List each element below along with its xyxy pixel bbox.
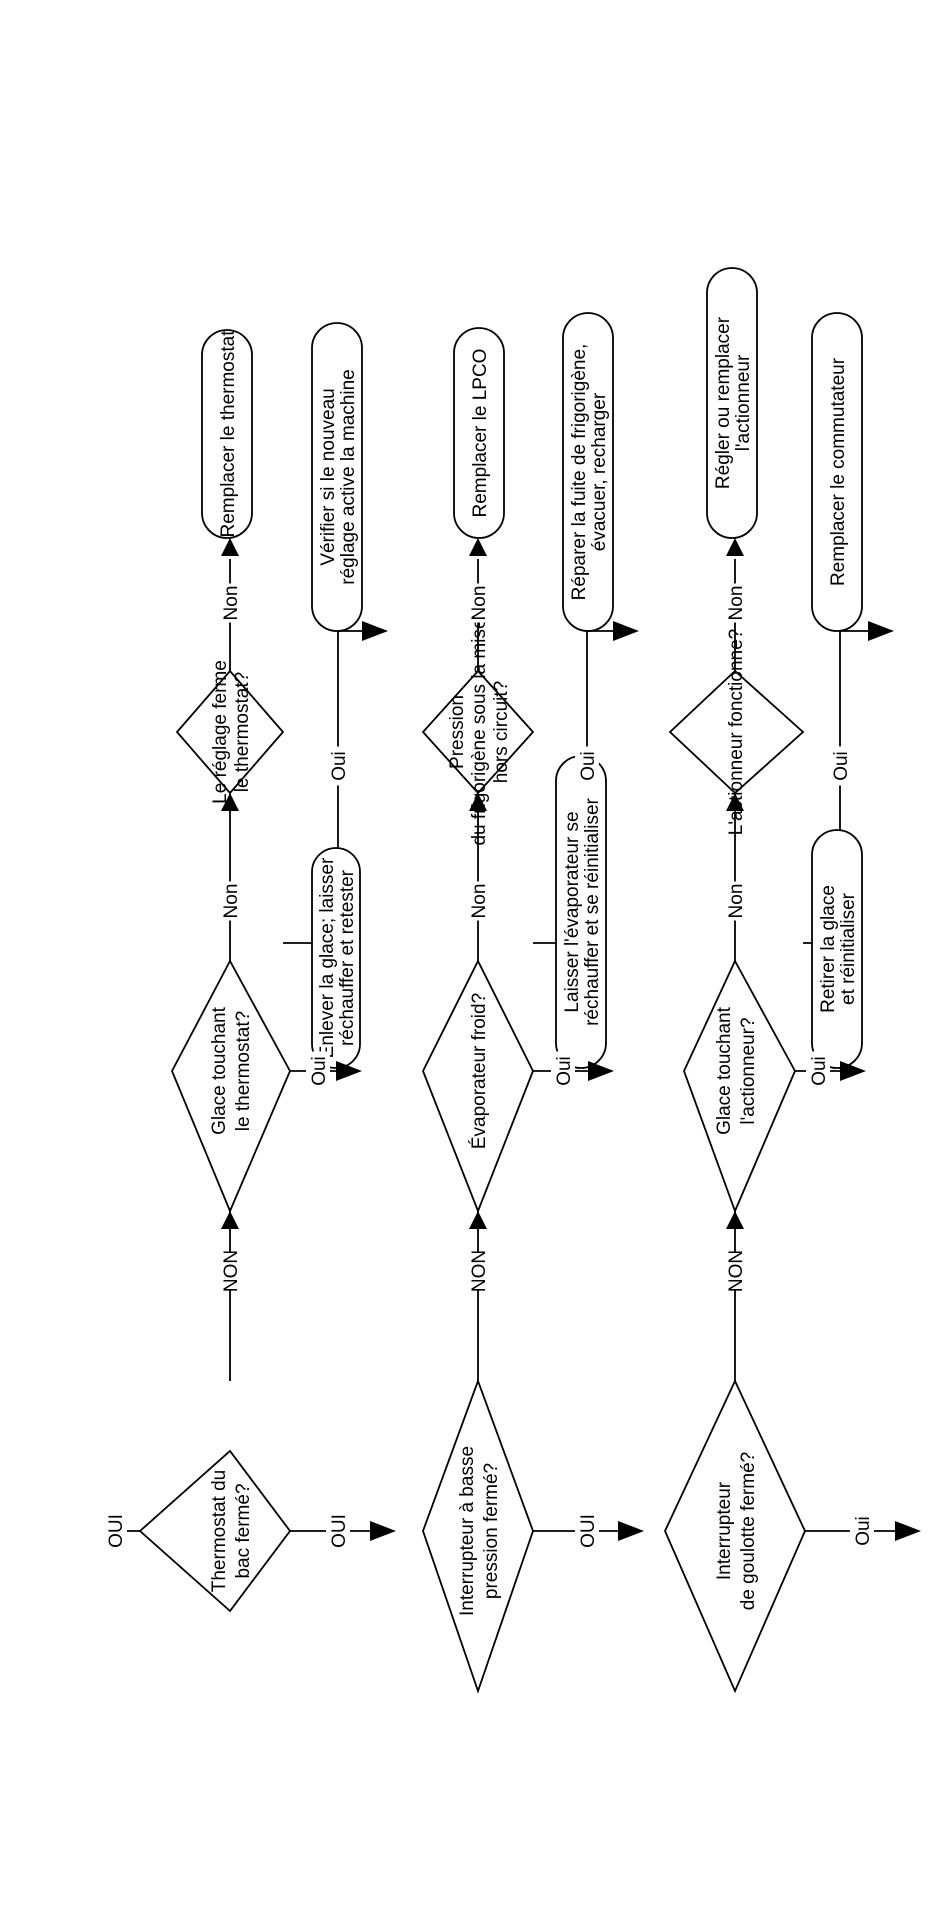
row-2-d2-no-label: Non bbox=[469, 884, 490, 919]
row-1-no-label-bg bbox=[218, 1251, 242, 1291]
action-verifier-reglage bbox=[311, 322, 363, 632]
row-3-yes-label: Oui bbox=[853, 1516, 874, 1546]
row-1-d3-yes-label: Oui bbox=[329, 751, 350, 781]
action-remplacer-thermostat bbox=[201, 329, 253, 539]
decision-interrupteur-goulotte bbox=[664, 1378, 806, 1694]
row-2-d2-yes-label: Oui bbox=[554, 1056, 575, 1086]
decision-glace-actionneur bbox=[683, 959, 796, 1214]
row-3-d3-yes-label: Oui bbox=[831, 751, 852, 781]
row-1-d2-yes-label-bg bbox=[306, 1051, 330, 1091]
row-1-yes-label-bg bbox=[326, 1511, 350, 1551]
row-3-decision-3-text: L'actionneur fonctionne? bbox=[726, 629, 747, 835]
row-3-no-label: NON bbox=[726, 1250, 747, 1292]
row-3-yes-label-bg bbox=[850, 1511, 874, 1551]
row-1-d2-no-label-bg bbox=[218, 881, 242, 921]
decision-reglage-thermostat bbox=[175, 669, 285, 795]
row-2-d2-no-label-bg bbox=[466, 881, 490, 921]
row-1-d2-yes-label: Oui bbox=[309, 1056, 330, 1086]
row-3-d2-yes-label: Oui bbox=[809, 1056, 830, 1086]
entry-label: OUI bbox=[106, 1514, 127, 1548]
row-3-d3-yes-label-bg bbox=[828, 746, 852, 786]
row-3-d2-yes-label-bg bbox=[806, 1051, 830, 1091]
decision-shapes bbox=[138, 669, 806, 1694]
row-1-action-2-text: Enlever la glace; laisserréchauffer et r… bbox=[317, 857, 358, 1058]
row-2-d2-yes-label-bg bbox=[551, 1051, 575, 1091]
decision-thermostat-bac bbox=[138, 1449, 292, 1613]
action-remplacer-lpco bbox=[453, 327, 505, 539]
row-2-action-3-no-text: Remplacer le LPCO bbox=[470, 349, 491, 518]
decision-pression-frigorigene bbox=[421, 669, 535, 795]
row-1-decision-3-text: Le réglage fermele thermostat? bbox=[210, 660, 253, 804]
row-2-action-3-yes-text: Réparer la fuite de frigorigène,évacuer,… bbox=[569, 344, 610, 601]
decision-evaporateur-froid bbox=[422, 958, 534, 1214]
row-3-d3-no-label-bg bbox=[723, 583, 747, 623]
row-1-d3-no-label: Non bbox=[221, 586, 242, 621]
action-regler-actionneur bbox=[706, 267, 758, 539]
row-2-decision-2-text: Évaporateur froid? bbox=[469, 993, 490, 1149]
row-3-d3-no-label: Non bbox=[726, 586, 747, 621]
action-shapes bbox=[201, 267, 863, 1069]
row-1-action-3-yes-text: Vérifier si le nouveauréglage active la … bbox=[318, 369, 359, 584]
row-2-decision-3-text: Pressiondu frigorigène sous la misehors … bbox=[447, 618, 512, 845]
action-retirer-glace bbox=[811, 829, 863, 1069]
row-1-yes-label: OUI bbox=[329, 1514, 350, 1548]
row-1-d3-yes-label-bg bbox=[326, 746, 350, 786]
row-3-action-2-text: Retirer la glaceet réinitialiser bbox=[818, 885, 859, 1013]
row-2-d3-yes-label-bg bbox=[575, 746, 599, 786]
row-2-d3-yes-label: Oui bbox=[578, 751, 599, 781]
row-2-d3-no-label: Non bbox=[469, 586, 490, 621]
row-2-no-label-bg bbox=[466, 1251, 490, 1291]
row-2-yes-label: OUI bbox=[578, 1514, 599, 1548]
row-1-no-label: NON bbox=[221, 1250, 242, 1292]
row-2-action-2-text: Laisser l'évaporateur seréchauffer et se… bbox=[562, 797, 603, 1025]
row-2-d3-no-label-bg bbox=[466, 583, 490, 623]
decision-interrupteur-basse-pression bbox=[422, 1378, 534, 1694]
row-3-d2-no-label: Non bbox=[726, 884, 747, 919]
row-1-action-3-no-text: Remplacer le thermostat bbox=[218, 330, 239, 538]
row-3-d2-no-label-bg bbox=[723, 881, 747, 921]
arrowheads bbox=[221, 538, 921, 1541]
action-reparer-fuite bbox=[562, 312, 614, 632]
row-3-action-3-no-text: Régler ou remplacerl'actionneur bbox=[713, 316, 754, 489]
row-1-d2-no-label: Non bbox=[221, 884, 242, 919]
action-remplacer-commutateur bbox=[811, 312, 863, 632]
row-3-no-label-bg bbox=[723, 1251, 747, 1291]
entry-label-bg bbox=[103, 1511, 127, 1551]
row-2-no-label: NON bbox=[469, 1250, 490, 1292]
row-3-action-3-yes-text: Remplacer le commutateur bbox=[828, 357, 849, 586]
decision-actionneur-fonctionne bbox=[668, 669, 805, 795]
decision-glace-thermostat bbox=[171, 959, 291, 1214]
row-2-yes-label-bg bbox=[575, 1511, 599, 1551]
row-1-d3-no-label-bg bbox=[218, 583, 242, 623]
